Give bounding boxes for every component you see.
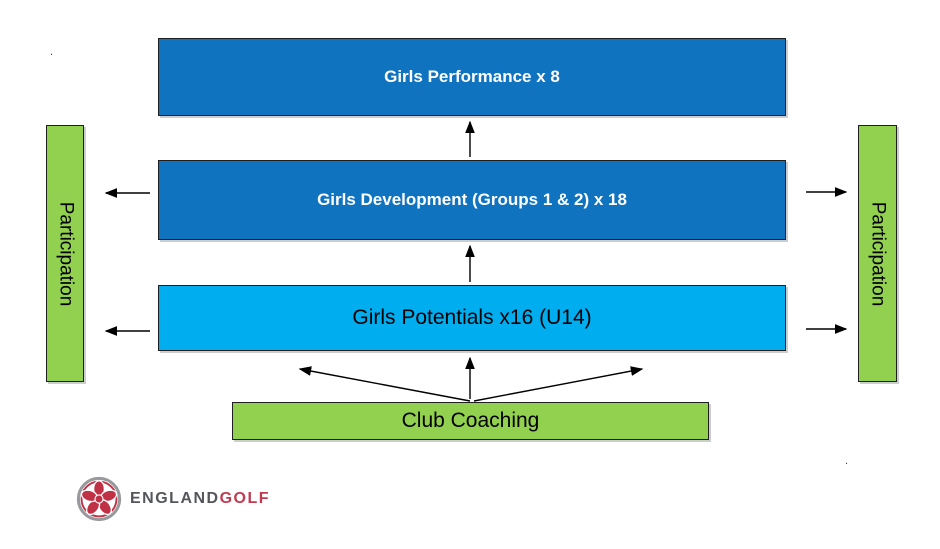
box-girls-potentials: Girls Potentials x16 (U14) (158, 285, 786, 351)
wordmark-england: ENGLAND (130, 490, 220, 507)
stray-dot-top-left: . (50, 46, 54, 58)
participation-bar-left: Participation (46, 125, 84, 382)
england-golf-logo: ENGLANDGOLF (76, 476, 270, 522)
box-girls-performance: Girls Performance x 8 (158, 38, 786, 116)
box-girls-potentials-label: Girls Potentials x16 (U14) (352, 306, 592, 329)
box-girls-development-label: Girls Development (Groups 1 & 2) x 18 (317, 190, 627, 209)
england-golf-rose-icon (76, 476, 122, 522)
arrow-club-to-potentials-right (473, 366, 644, 402)
box-club-coaching: Club Coaching (232, 402, 709, 440)
stray-dot-bottom-right: . (845, 455, 849, 467)
box-girls-development: Girls Development (Groups 1 & 2) x 18 (158, 160, 786, 240)
participation-bar-left-label: Participation (55, 201, 76, 306)
rose-petals (80, 480, 118, 516)
arrow-club-to-potentials-left (298, 366, 471, 402)
england-golf-wordmark: ENGLANDGOLF (130, 490, 270, 508)
box-club-coaching-label: Club Coaching (401, 409, 540, 432)
wordmark-golf: GOLF (219, 490, 271, 507)
box-girls-performance-label: Girls Performance x 8 (384, 67, 560, 86)
participation-bar-right: Participation (858, 125, 897, 382)
participation-bar-right-label: Participation (867, 201, 889, 306)
